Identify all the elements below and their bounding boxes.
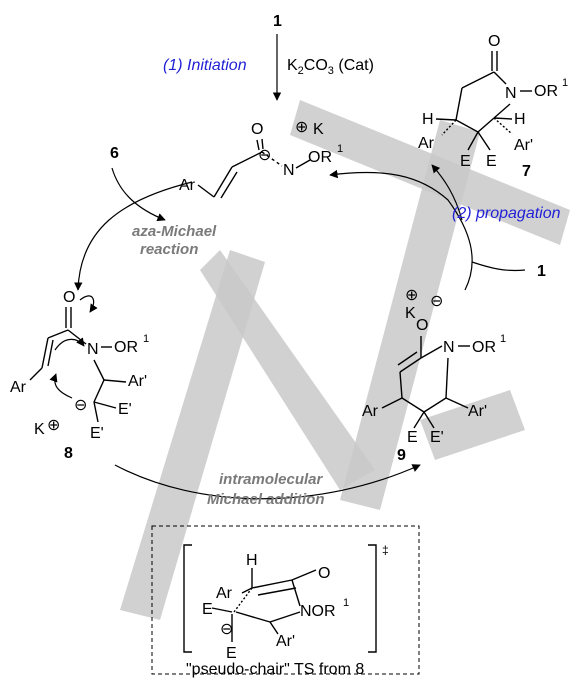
minus-charge: ⊖ [258, 147, 271, 164]
compound-6-label: 6 [110, 145, 119, 162]
svg-text:N: N [505, 85, 517, 102]
ts-dagger: ‡ [382, 543, 389, 557]
svg-text:Ar': Ar' [128, 373, 147, 390]
svg-text:⊕: ⊕ [47, 417, 60, 434]
ts-caption: "pseudo-chair" TS from 8 [186, 661, 364, 678]
svg-text:E: E [486, 153, 497, 170]
compound-8-label: 8 [64, 445, 73, 462]
svg-text:Ar': Ar' [468, 403, 487, 420]
intramolecular-label-1: intramolecular [219, 471, 324, 488]
atom-Ar: Ar [179, 177, 196, 194]
svg-text:E: E [407, 429, 418, 446]
atom-K: K [313, 121, 324, 138]
initiation-label: (1) Initiation [163, 57, 247, 74]
svg-text:⊕: ⊕ [405, 287, 418, 304]
svg-text:Ar: Ar [216, 585, 233, 602]
propagation-label: (2) propagation [452, 205, 561, 222]
compound-9-label: 9 [397, 447, 406, 464]
compound-1-label: 1 [273, 13, 282, 30]
transition-state-box: ‡ H Ar O NOR 1 Ar' E ⊖ E "pseudo-chair" … [151, 525, 420, 678]
svg-text:OR: OR [534, 83, 558, 100]
intramolecular-label-2: Michael addition [207, 491, 325, 508]
svg-text:Ar: Ar [362, 403, 379, 420]
svg-text:E': E' [90, 425, 104, 442]
svg-text:O: O [318, 565, 330, 582]
atom-N: N [283, 162, 295, 179]
svg-text:Ar: Ar [10, 379, 27, 396]
compound-1-right-label: 1 [537, 263, 546, 280]
arrow-6-into-cycle [111, 167, 166, 222]
svg-text:E: E [460, 153, 471, 170]
svg-text:Ar: Ar [418, 135, 435, 152]
svg-text:1: 1 [343, 597, 349, 609]
svg-text:E': E' [430, 429, 444, 446]
svg-text:E': E' [118, 401, 132, 418]
svg-text:Ar': Ar' [514, 137, 533, 154]
arrow-to-8 [74, 181, 193, 291]
atom-OR: OR [308, 149, 332, 166]
atom-O: O [251, 121, 263, 138]
intermediate-8: O N OR 1 Ar Ar' ⊖ E' E' K ⊕ 8 [10, 289, 149, 462]
svg-text:E: E [226, 645, 237, 662]
svg-text:1: 1 [562, 77, 568, 89]
svg-text:K: K [405, 305, 416, 322]
svg-text:K: K [34, 421, 45, 438]
propagation-arrow [329, 169, 473, 291]
svg-text:N: N [87, 341, 99, 358]
svg-text:OR: OR [472, 339, 496, 356]
svg-text:1: 1 [500, 333, 506, 345]
compound-7-label: 7 [522, 163, 531, 180]
michael-addition-arrow [114, 464, 421, 500]
aza-michael-label-2: reaction [140, 241, 198, 258]
svg-text:H: H [246, 552, 258, 569]
plus-charge: ⊕ [295, 119, 308, 136]
arrow-to-7 [431, 164, 463, 221]
svg-text:⊖: ⊖ [430, 293, 443, 310]
svg-text:Ar': Ar' [276, 633, 295, 650]
intermediate-9: ⊕ K ⊖ O N OR 1 Ar Ar' E E' 9 [362, 287, 506, 464]
arrow-from-1-right [471, 261, 526, 272]
svg-text:H: H [422, 111, 434, 128]
aza-michael-label-1: aza-Michael [132, 223, 217, 240]
svg-text:OR: OR [114, 339, 138, 356]
svg-text:O: O [416, 317, 428, 334]
svg-text:E: E [202, 601, 213, 618]
anion-intermediate: O Ar N OR 1 ⊖ ⊕ K [179, 119, 343, 199]
svg-text:⊖: ⊖ [220, 621, 233, 638]
svg-text:O: O [488, 33, 500, 50]
svg-text:N: N [443, 339, 455, 356]
watermark [120, 100, 570, 620]
svg-text:H: H [514, 111, 526, 128]
svg-text:⊖: ⊖ [74, 397, 87, 414]
superscript-1: 1 [337, 143, 343, 155]
reagent-label: K2CO3 (Cat) [287, 57, 374, 77]
svg-text:1: 1 [143, 333, 149, 345]
product-7: O N OR 1 H Ar H Ar' E E 7 [418, 33, 568, 180]
svg-text:NOR: NOR [300, 603, 336, 620]
svg-text:O: O [63, 289, 75, 306]
